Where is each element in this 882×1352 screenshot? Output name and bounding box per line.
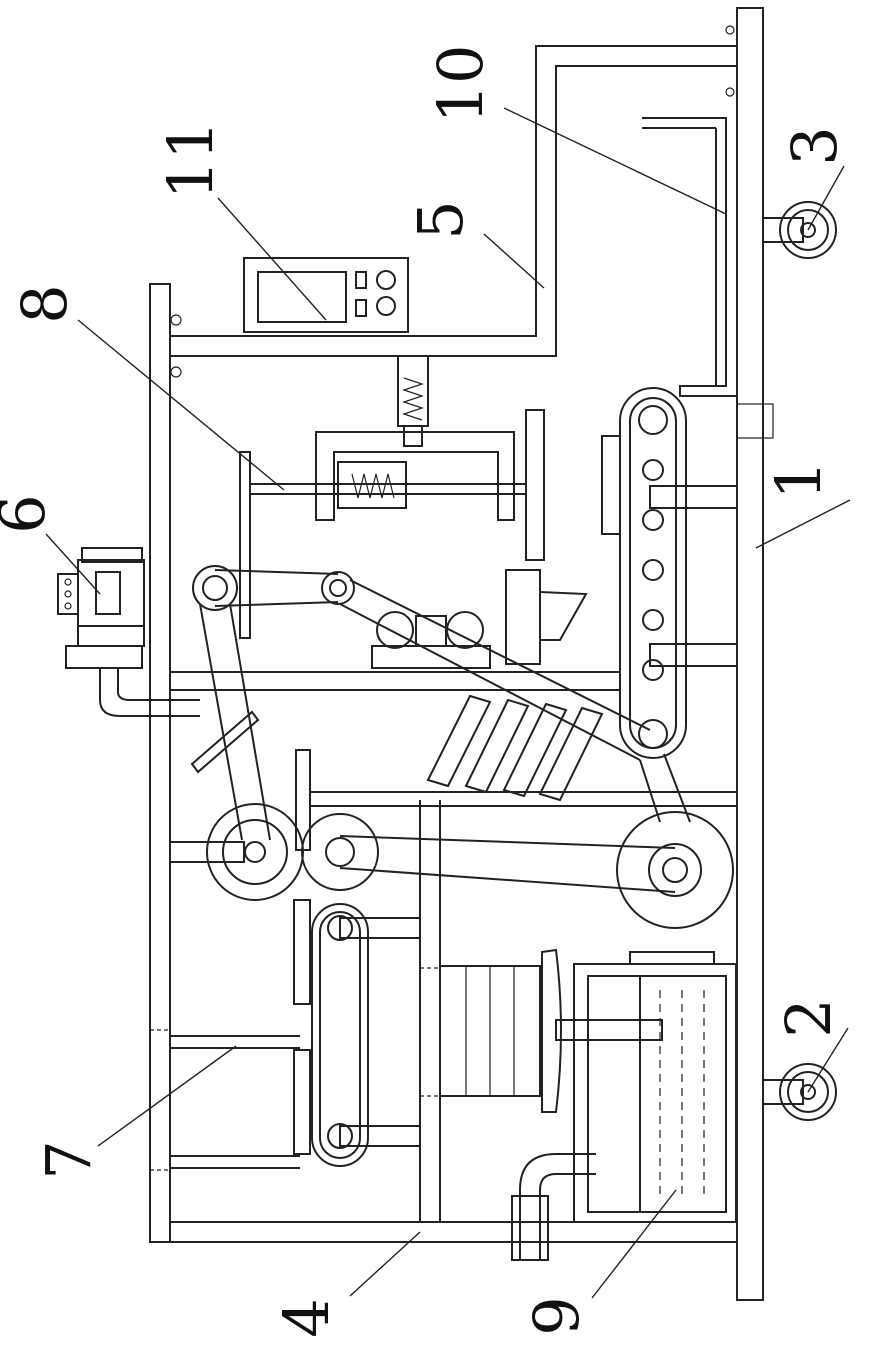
caster-top xyxy=(763,202,836,258)
base-plate xyxy=(737,8,763,1300)
leader-8 xyxy=(78,320,284,490)
label-8: 8 xyxy=(8,284,81,323)
guide-plate xyxy=(642,118,737,396)
press-rods xyxy=(170,1036,300,1168)
label-2: 2 xyxy=(772,998,845,1037)
main-frame xyxy=(150,284,737,1242)
label-1: 1 xyxy=(762,460,835,499)
leader-9 xyxy=(592,1190,676,1298)
water-tank xyxy=(512,952,736,1260)
leader-1 xyxy=(756,500,850,548)
control-box xyxy=(244,258,408,332)
label-11: 11 xyxy=(154,121,227,200)
label-5: 5 xyxy=(404,200,477,239)
lower-belt xyxy=(170,750,733,928)
label-6: 6 xyxy=(0,494,59,533)
label-3: 3 xyxy=(778,126,851,165)
upper-belt xyxy=(193,566,650,840)
caster-bottom xyxy=(763,1064,836,1120)
label-7: 7 xyxy=(32,1140,105,1179)
label-9: 9 xyxy=(520,1296,593,1335)
label-4: 4 xyxy=(270,1298,343,1337)
chain-conveyor xyxy=(602,388,737,758)
leader-7 xyxy=(98,1046,236,1146)
leader-10 xyxy=(504,108,726,214)
label-10: 10 xyxy=(424,45,497,124)
blower xyxy=(440,950,662,1112)
lower-conveyor xyxy=(294,900,420,1166)
